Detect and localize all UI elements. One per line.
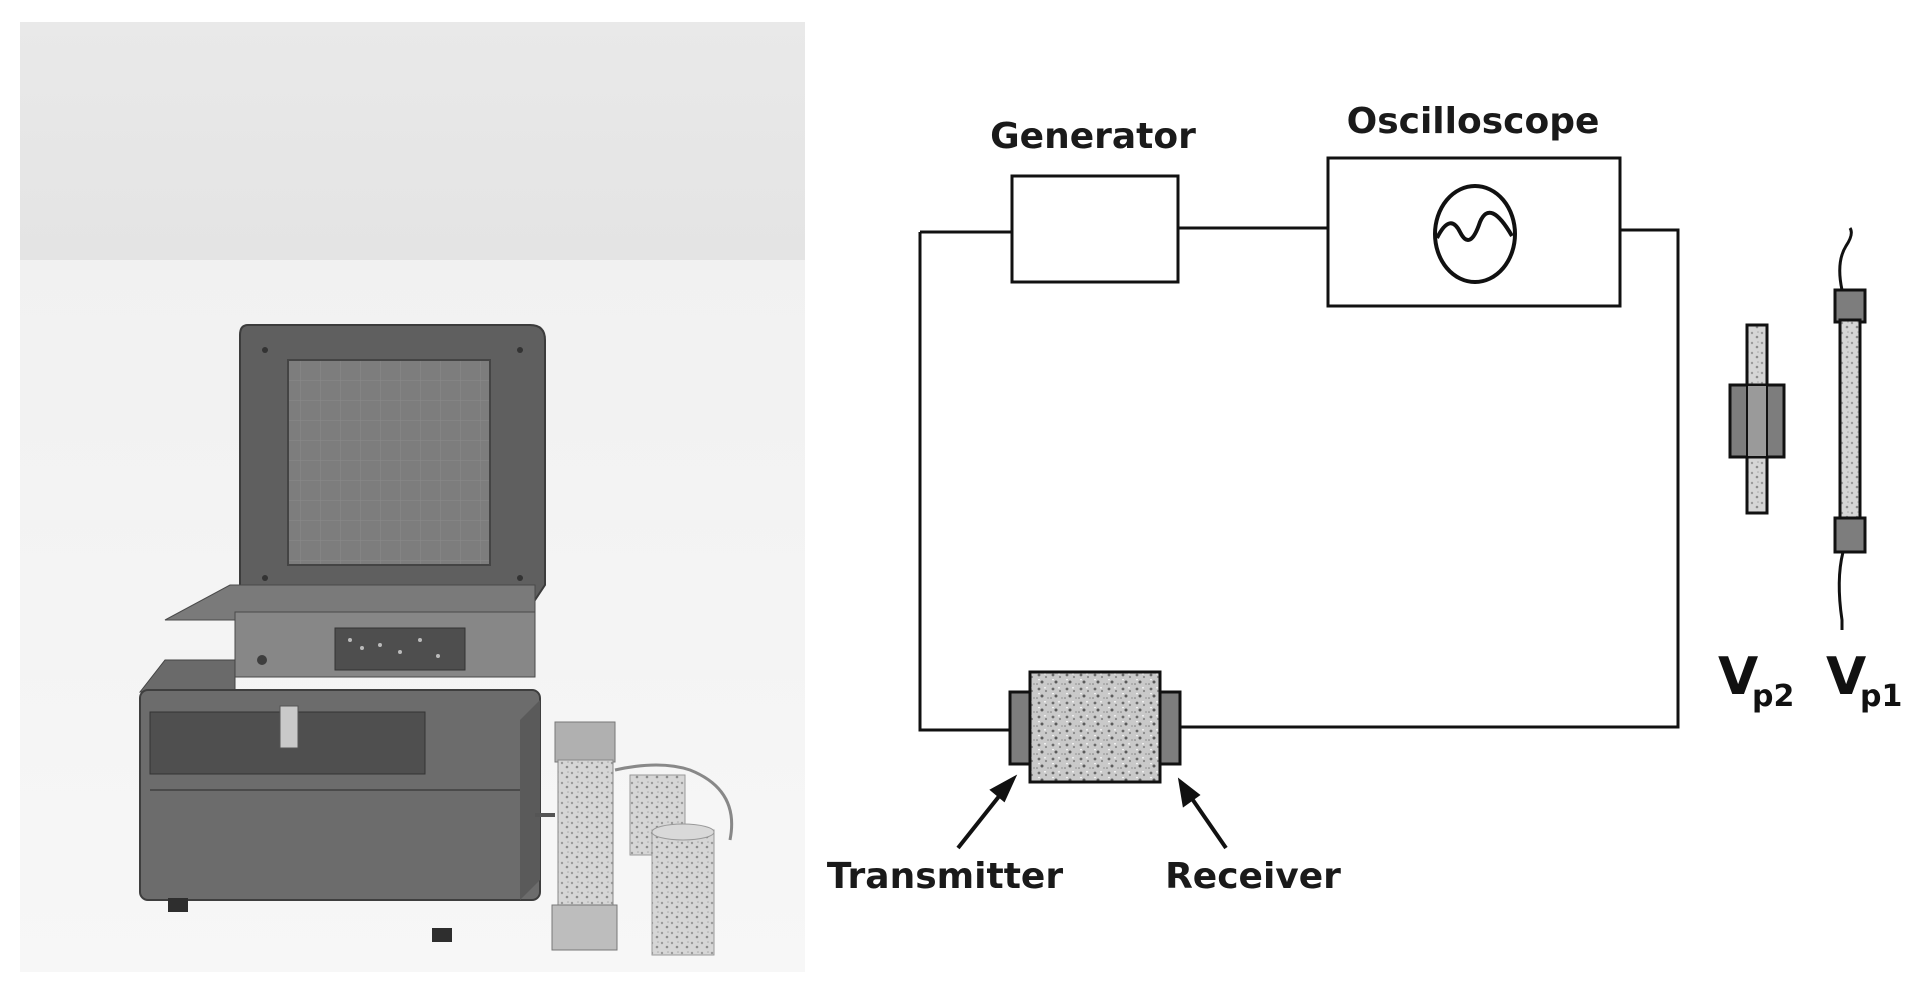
photo-wall: [20, 22, 805, 260]
vp2-label: V p2: [1718, 647, 1794, 714]
device-body: [138, 584, 541, 942]
generator-box: [1010, 174, 1180, 284]
wire-left: [918, 232, 1012, 732]
vp1-label: V p1: [1826, 647, 1902, 714]
device-lid: [239, 324, 546, 619]
device-photo: [20, 22, 805, 972]
circuit-diagram: Generator Oscilloscope Transmitter Recei…: [827, 101, 1902, 897]
receiver-label: Receiver: [1165, 856, 1341, 897]
lid-screen: [287, 359, 491, 566]
vp2-main: V: [1718, 647, 1758, 707]
vp1-probe: [1833, 227, 1867, 630]
control-panel: [334, 627, 466, 671]
oscilloscope-label: Oscilloscope: [1347, 101, 1600, 142]
receiver-arrow: [1177, 777, 1228, 850]
rock-sample: [1028, 670, 1162, 784]
transmitter-arrow: [956, 774, 1018, 850]
waveform-icon: [1435, 210, 1514, 242]
vp2-probe: [1728, 323, 1786, 515]
generator-label: Generator: [990, 116, 1196, 157]
vp1-main: V: [1826, 647, 1866, 707]
wire-right: [1180, 228, 1680, 729]
transmitter-label: Transmitter: [827, 856, 1063, 897]
vp1-sub: p1: [1860, 679, 1902, 714]
sample-cylinders: [535, 721, 734, 956]
vp2-sub: p2: [1752, 679, 1794, 714]
